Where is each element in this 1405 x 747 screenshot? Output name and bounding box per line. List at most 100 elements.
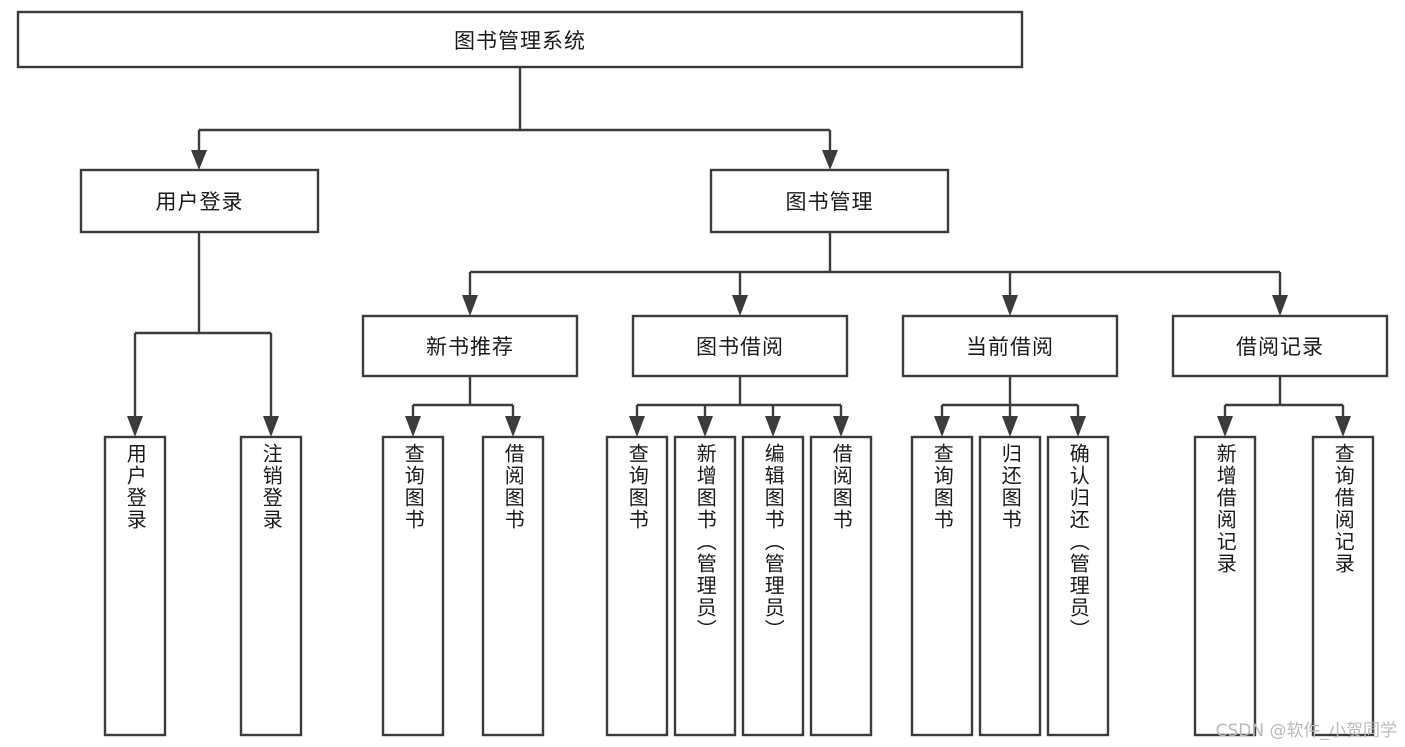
node-new-book-recommend-box [361, 314, 579, 378]
leaf-node[interactable]: 借阅图书 [809, 435, 873, 737]
node-book-borrowing-label: 图书借阅 [696, 335, 784, 359]
arrow-head-leaf-add-book [697, 416, 713, 437]
leaf-label-wrap: 查询图书 [930, 443, 955, 531]
leaf-box [481, 435, 545, 737]
node-new-book-recommend-label-wrap: 新书推荐 [426, 335, 514, 359]
arrow-head-leaf-query-book-1 [405, 416, 421, 437]
arrow-head-leaf-edit-book [765, 416, 781, 437]
leaf-label: 查询图书 [930, 443, 955, 531]
leaf-label: 借阅图书 [829, 443, 854, 531]
node-new-book-recommend-label: 新书推荐 [426, 335, 514, 359]
leaf-label: 用户登录 [123, 443, 148, 531]
leaf-label-wrap: 借阅图书 [829, 443, 854, 531]
arrow-head-new-book-rec [462, 295, 478, 316]
arrow-head-leaf-add-record [1217, 416, 1233, 437]
leaf-label-wrap: 确认归还（管理员） [1066, 443, 1091, 641]
node-root-label: 图书管理系统 [454, 28, 586, 53]
arrow-head-leaf-borrow-book-1 [505, 416, 521, 437]
node-root-label-wrap: 图书管理系统 [454, 28, 586, 53]
leaf-box [239, 435, 303, 737]
node-current-borrowing[interactable]: 当前借阅 [901, 314, 1119, 378]
leaf-box [103, 435, 167, 737]
arrow-head-borrow-record [1272, 295, 1288, 316]
leaf-label: 借阅图书 [501, 443, 526, 531]
connector-group [127, 67, 1351, 437]
leaf-label-wrap: 新增借阅记录 [1213, 443, 1238, 575]
node-user-login-label: 用户登录 [155, 190, 244, 214]
leaf-box [381, 435, 445, 737]
leaf-label: 查询图书 [625, 443, 650, 531]
node-current-borrowing-label-wrap: 当前借阅 [966, 335, 1054, 359]
node-borrowing-record-label: 借阅记录 [1236, 335, 1324, 359]
leaf-box [1193, 435, 1257, 737]
leaf-label-wrap: 查询借阅记录 [1331, 443, 1356, 575]
leaf-node[interactable]: 归还图书 [978, 435, 1042, 737]
leaf-box [1311, 435, 1375, 737]
leaf-node[interactable]: 查询借阅记录 [1311, 435, 1375, 737]
node-book-borrowing[interactable]: 图书借阅 [631, 314, 849, 378]
arrow-head-user-login [191, 150, 207, 170]
leaf-box [1046, 435, 1110, 737]
leaf-label: 新增图书（管理员） [693, 443, 718, 641]
node-book-management-box [709, 168, 950, 234]
leaf-label-wrap: 归还图书 [998, 443, 1022, 531]
arrow-head-leaf-logout [263, 416, 279, 437]
node-current-borrowing-label: 当前借阅 [966, 335, 1054, 359]
arrow-head-current-borrow [1002, 295, 1018, 316]
leaf-node[interactable]: 新增图书（管理员） [673, 435, 737, 737]
node-book-borrowing-box [631, 314, 849, 378]
node-book-management[interactable]: 图书管理 [709, 168, 950, 234]
leaf-label: 新增借阅记录 [1213, 443, 1238, 575]
leaf-label-wrap: 编辑图书（管理员） [761, 443, 786, 641]
leaf-label: 查询借阅记录 [1331, 443, 1356, 575]
leaf-node[interactable]: 用户登录 [103, 435, 167, 737]
node-book-management-label-wrap: 图书管理 [785, 190, 874, 214]
leaf-label-wrap: 查询图书 [625, 443, 650, 531]
leaf-box [741, 435, 805, 737]
leaf-box [605, 435, 669, 737]
node-user-login-label-wrap: 用户登录 [155, 190, 244, 214]
arrow-head-leaf-return-book [1002, 416, 1018, 437]
node-new-book-recommend[interactable]: 新书推荐 [361, 314, 579, 378]
arrow-head-book-borrow [732, 295, 748, 316]
node-user-login[interactable]: 用户登录 [79, 168, 320, 234]
arrow-head-book-mgmt [822, 150, 838, 170]
node-book-borrowing-label-wrap: 图书借阅 [696, 335, 784, 359]
leaf-node[interactable]: 编辑图书（管理员） [741, 435, 805, 737]
node-root[interactable]: 图书管理系统 [16, 10, 1024, 69]
leaf-node[interactable]: 查询图书 [605, 435, 669, 737]
node-borrowing-record-box [1171, 314, 1389, 378]
leaf-label: 注销登录 [259, 443, 284, 531]
leaf-node[interactable]: 确认归还（管理员） [1046, 435, 1110, 737]
leaf-box [809, 435, 873, 737]
leaf-label: 查询图书 [401, 443, 426, 531]
leaf-node[interactable]: 新增借阅记录 [1193, 435, 1257, 737]
watermark-text: CSDN @软件_小贺同学 [1215, 721, 1397, 741]
leaf-label-wrap: 借阅图书 [501, 443, 526, 531]
leaf-node[interactable]: 借阅图书 [481, 435, 545, 737]
arrow-head-leaf-query-book-2 [629, 416, 645, 437]
leaf-label: 编辑图书（管理员） [761, 443, 786, 641]
node-book-management-label: 图书管理 [785, 190, 874, 214]
leaf-label-wrap: 新增图书（管理员） [693, 443, 718, 641]
node-borrowing-record[interactable]: 借阅记录 [1171, 314, 1389, 378]
leaf-label-wrap: 用户登录 [123, 443, 148, 531]
arrow-head-leaf-query-book-3 [934, 416, 950, 437]
leaf-label-wrap: 查询图书 [401, 443, 426, 531]
arrow-head-leaf-confirm-return [1070, 416, 1086, 437]
leaf-box [910, 435, 974, 737]
arrow-head-leaf-user-login [127, 416, 143, 437]
leaf-box [978, 435, 1042, 737]
leaf-node[interactable]: 查询图书 [910, 435, 974, 737]
leaf-node[interactable]: 查询图书 [381, 435, 445, 737]
leaf-label-wrap: 注销登录 [259, 443, 284, 531]
leaf-label: 确认归还（管理员） [1066, 443, 1091, 641]
node-user-login-box [79, 168, 320, 234]
arrow-head-leaf-query-record [1335, 416, 1351, 437]
leaf-node[interactable]: 注销登录 [239, 435, 303, 737]
node-current-borrowing-box [901, 314, 1119, 378]
node-root-box [16, 10, 1024, 69]
arrow-head-leaf-borrow-book-2 [833, 416, 849, 437]
